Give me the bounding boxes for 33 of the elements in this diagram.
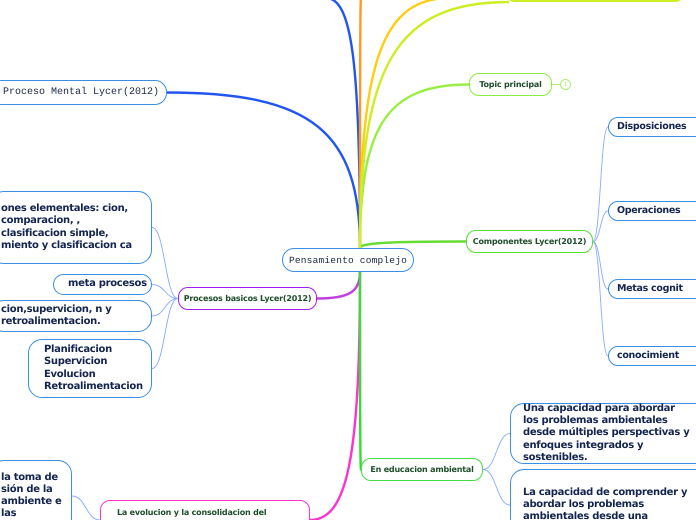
connector-line — [592, 210, 608, 242]
central-topic: Pensamiento complejo — [282, 248, 414, 272]
connector-line — [316, 272, 362, 300]
connector-line — [592, 241, 608, 356]
subtopic: Operaciones — [608, 201, 696, 221]
subtopic: La capacidad de comprender y abordar los problemas ambientales desde una — [510, 469, 696, 520]
connector-line — [152, 227, 178, 299]
connector-line — [152, 298, 178, 316]
connector-line — [592, 241, 608, 290]
main-topic: La evolucion y la consolidacion del — [100, 500, 310, 520]
subtopic: la toma de sión de la ambiente e las — [0, 460, 72, 520]
connector-line — [358, 272, 362, 470]
main-topic: Topic principal — [469, 73, 552, 96]
connector-line — [152, 298, 178, 369]
connector-line — [482, 469, 510, 506]
connector-line — [592, 126, 608, 242]
subtopic: Metas cognit — [608, 279, 696, 299]
subtopic: Una capacidad para abordar los problemas ambientales desde múltiples perspectivas y enfoques integrados y sostenibles. — [510, 403, 696, 464]
subtopic: ones elementales: cion, comparacion, , clasificacion simple, miento y clasificacion ca — [0, 191, 152, 264]
subtopic: meta procesos — [53, 274, 152, 295]
subtopic: conocimient — [608, 346, 696, 366]
connector-line — [482, 433, 510, 470]
subtopic: Planificacion Supervicion Evolucion Retroalimentacion — [28, 339, 152, 398]
subtopic: Disposiciones — [608, 117, 696, 137]
main-topic: Proceso Mental Lycer(2012) — [0, 80, 167, 105]
connector-line — [358, 0, 510, 248]
connector-line — [358, 240, 466, 249]
main-topic: En educacion ambiental — [361, 458, 483, 481]
subtopic: cion,supervicion, n y retroalimentacion. — [0, 300, 152, 332]
connector-line — [72, 496, 100, 520]
main-topic: Componentes Lycer(2012) — [466, 230, 593, 253]
main-topic: Procesos basicos Lycer(2012) — [178, 287, 317, 310]
connector-line — [152, 284, 178, 299]
